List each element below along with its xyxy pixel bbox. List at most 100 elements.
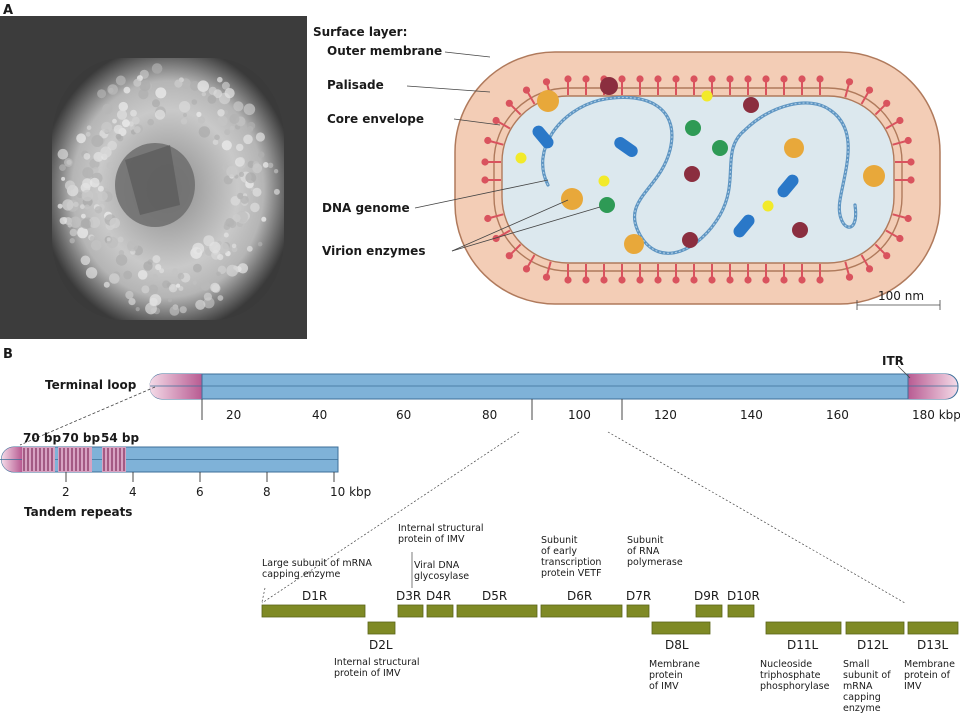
micrograph-granule	[243, 134, 253, 145]
gene-name-d7r: D7R	[626, 589, 651, 603]
palisade-spike-head	[907, 158, 915, 166]
enzyme-orange	[561, 188, 583, 210]
palisade-spike-head	[744, 276, 752, 284]
core-envelope-label: Core envelope	[327, 112, 424, 126]
repeat-label-2: 70 bp	[62, 431, 100, 445]
enzyme-green	[712, 140, 728, 156]
palisade-spike-head	[904, 136, 912, 145]
micrograph-granule	[61, 176, 66, 181]
virion-enzymes	[515, 77, 885, 254]
micrograph-granule	[64, 180, 76, 191]
gene-block-d9r	[695, 604, 723, 618]
palisade-spike-head	[542, 78, 551, 86]
micrograph-granule	[216, 271, 221, 277]
micrograph-granule	[257, 151, 265, 158]
gene-name-d1r: D1R	[302, 589, 327, 603]
micrograph-granule	[84, 204, 90, 210]
enzyme-maroon	[684, 166, 700, 182]
micrograph-granule	[209, 241, 221, 253]
palisade-spike-head	[690, 75, 698, 83]
palisade-spike-head	[708, 276, 716, 284]
micrograph-granule	[82, 178, 93, 189]
micrograph-granule	[217, 76, 223, 83]
palisade-spike-head	[904, 214, 912, 223]
palisade-spike-head	[744, 75, 752, 83]
micrograph-granule	[117, 236, 124, 243]
micrograph-granule	[137, 270, 148, 280]
micrograph-granule	[197, 80, 209, 92]
enzyme-orange	[537, 90, 559, 112]
micrograph-granule	[203, 292, 212, 301]
micrograph-granule	[152, 99, 160, 108]
micrograph-granule	[123, 86, 131, 94]
micrograph-granule	[212, 139, 219, 145]
micrograph-granule	[192, 280, 197, 285]
gene-name-d5r: D5R	[482, 589, 507, 603]
virion-enzymes-label: Virion enzymes	[322, 244, 425, 258]
palisade-spike-head	[542, 273, 551, 281]
gene-name-d9r: D9R	[694, 589, 719, 603]
enzyme-capsule	[733, 214, 755, 238]
micrograph-granule	[159, 268, 165, 274]
inset-tick-label: 6	[196, 485, 204, 499]
gene-zoom-line-left	[261, 431, 520, 604]
palisade-spike-head	[780, 276, 788, 284]
palisade-spike-head	[636, 75, 644, 83]
scale-bar-label: 100 nm	[878, 289, 924, 303]
micrograph-granule	[224, 221, 229, 226]
micrograph-granule	[85, 131, 91, 137]
micrograph-granule	[106, 232, 111, 237]
palisade-spike-head	[726, 276, 734, 284]
micrograph-granule	[201, 91, 206, 97]
palisade-spike-head	[883, 99, 891, 107]
inset-zoom-line	[19, 386, 156, 446]
palisade-spike-head	[798, 276, 806, 284]
micrograph-granule	[64, 158, 73, 167]
micrograph-granule	[237, 263, 249, 274]
micrograph-granule	[141, 285, 150, 294]
gene-block-d7r	[626, 604, 650, 618]
micrograph-granule	[178, 101, 191, 113]
micrograph-granule	[128, 121, 134, 127]
palisade-spike-head	[845, 78, 854, 86]
micrograph-granule	[177, 272, 185, 280]
surface-layer-heading: Surface layer:	[313, 25, 407, 39]
micrograph-granule	[89, 235, 95, 242]
micrograph-granule	[62, 199, 74, 211]
micrograph-granule	[106, 162, 114, 169]
repeat-label-1: 70 bp	[23, 431, 61, 445]
gene-block-d3r	[397, 604, 424, 618]
enzyme-maroon	[792, 222, 808, 238]
palisade-spike-head	[780, 75, 788, 83]
micrograph-granule	[101, 121, 113, 133]
gene-name-d4r: D4R	[426, 589, 451, 603]
micrograph-granule	[79, 233, 85, 239]
micrograph-granule	[255, 132, 265, 142]
micrograph-granule	[139, 80, 151, 92]
micrograph-granule	[176, 283, 181, 288]
gene-block-d10r	[727, 604, 755, 618]
micrograph-granule	[69, 238, 75, 244]
micrograph-granule	[207, 95, 217, 104]
micrograph-granule	[243, 103, 256, 116]
micrograph-granule	[172, 268, 178, 275]
micrograph-granule	[174, 79, 183, 88]
genome-tick-label: 120	[654, 408, 677, 422]
micrograph-granule	[76, 133, 86, 144]
micrograph-granule	[130, 109, 137, 117]
micrograph-granule	[122, 119, 130, 128]
micrograph-granule	[229, 114, 240, 124]
micrograph-granule	[267, 162, 274, 168]
micrograph-granule	[80, 204, 85, 210]
gene-block-d6r	[540, 604, 623, 618]
gene-name-d8l: D8L	[665, 638, 689, 652]
palisade-spike-head	[522, 86, 531, 94]
gene-block-d1r	[261, 604, 366, 618]
enzyme-yellow	[701, 90, 713, 102]
micrograph-granule	[62, 217, 68, 222]
genome-tick-label: 80	[482, 408, 497, 422]
micrograph-granule	[179, 306, 187, 314]
